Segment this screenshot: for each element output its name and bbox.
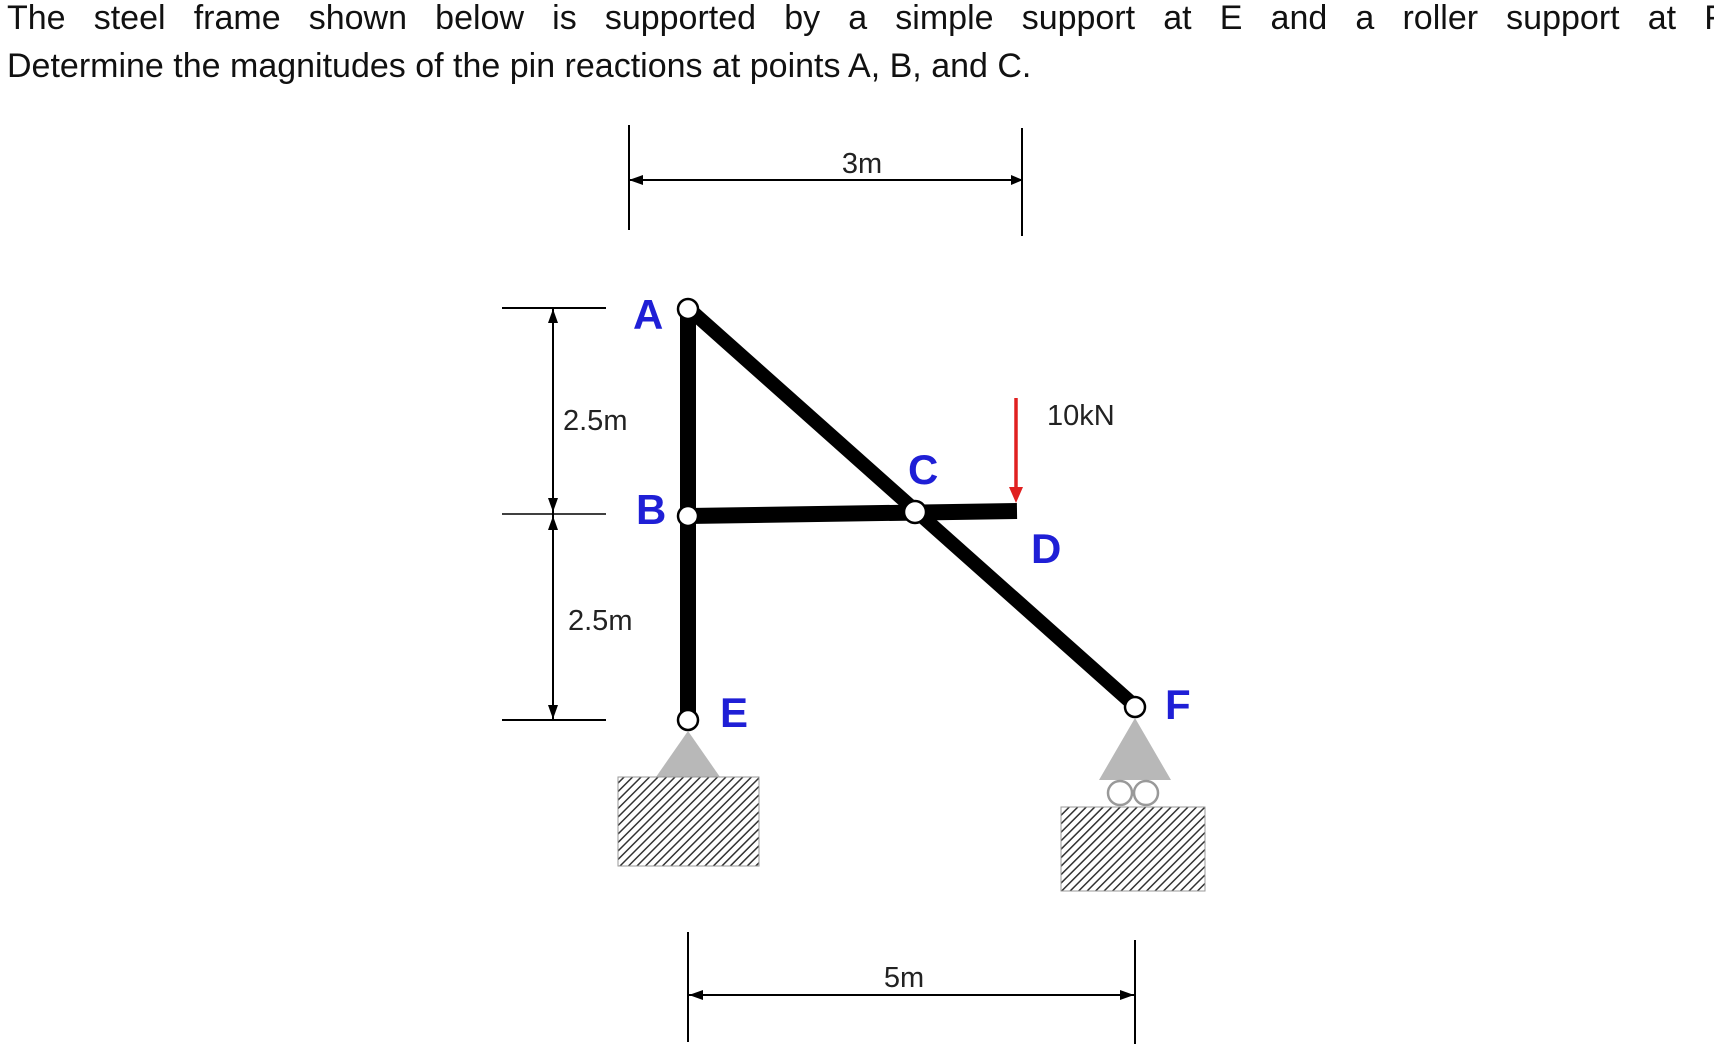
problem-line-1: The steel frame shown below is supported… — [7, 0, 1714, 37]
problem-statement: The steel frame shown below is supported… — [7, 0, 1714, 90]
top-dim-label: 3m — [842, 148, 882, 180]
left-dim-arrow-3 — [548, 516, 558, 530]
support-f-ground — [1060, 806, 1206, 892]
label-b: B — [636, 486, 666, 533]
lower-height-label: 2.5m — [568, 605, 632, 637]
support-e-ground — [617, 776, 760, 867]
roller-support-f — [1060, 718, 1206, 892]
left-dimension: 2.5m 2.5m — [502, 307, 632, 721]
load-label: 10kN — [1047, 400, 1115, 432]
label-a: A — [633, 291, 663, 338]
left-dim-arrow-1 — [548, 309, 558, 323]
support-f-triangle — [1099, 718, 1171, 780]
left-dim-arrow-2 — [548, 498, 558, 512]
roller-right — [1132, 779, 1160, 807]
applied-load: 10kN — [1009, 398, 1115, 503]
upper-height-label: 2.5m — [563, 405, 627, 437]
pin-b — [676, 504, 700, 528]
pin-c — [902, 499, 928, 525]
pin-f — [1123, 695, 1147, 719]
load-arrow-head — [1009, 487, 1023, 503]
pin-e — [676, 708, 700, 732]
point-labels: A B C D E F — [633, 291, 1191, 736]
bottom-dim-left-arrow — [689, 990, 703, 1000]
top-dimension: 3m — [628, 125, 1023, 236]
pin-a — [676, 297, 700, 321]
support-e-triangle — [656, 731, 720, 777]
bottom-dimension: 5m — [687, 932, 1136, 1044]
label-f: F — [1165, 681, 1191, 728]
roller-left — [1106, 779, 1134, 807]
pins — [676, 297, 1147, 732]
bottom-dim-label: 5m — [884, 962, 924, 994]
left-dim-arrow-4 — [548, 705, 558, 719]
problem-line-2: Determine the magnitudes of the pin reac… — [7, 47, 1032, 85]
label-c: C — [908, 446, 938, 493]
bottom-dim-right-arrow — [1120, 990, 1134, 1000]
label-e: E — [720, 689, 748, 736]
pin-support-e — [617, 731, 760, 867]
label-d: D — [1031, 525, 1061, 572]
beam-bd — [687, 503, 1018, 524]
top-dim-left-arrow — [629, 175, 643, 185]
